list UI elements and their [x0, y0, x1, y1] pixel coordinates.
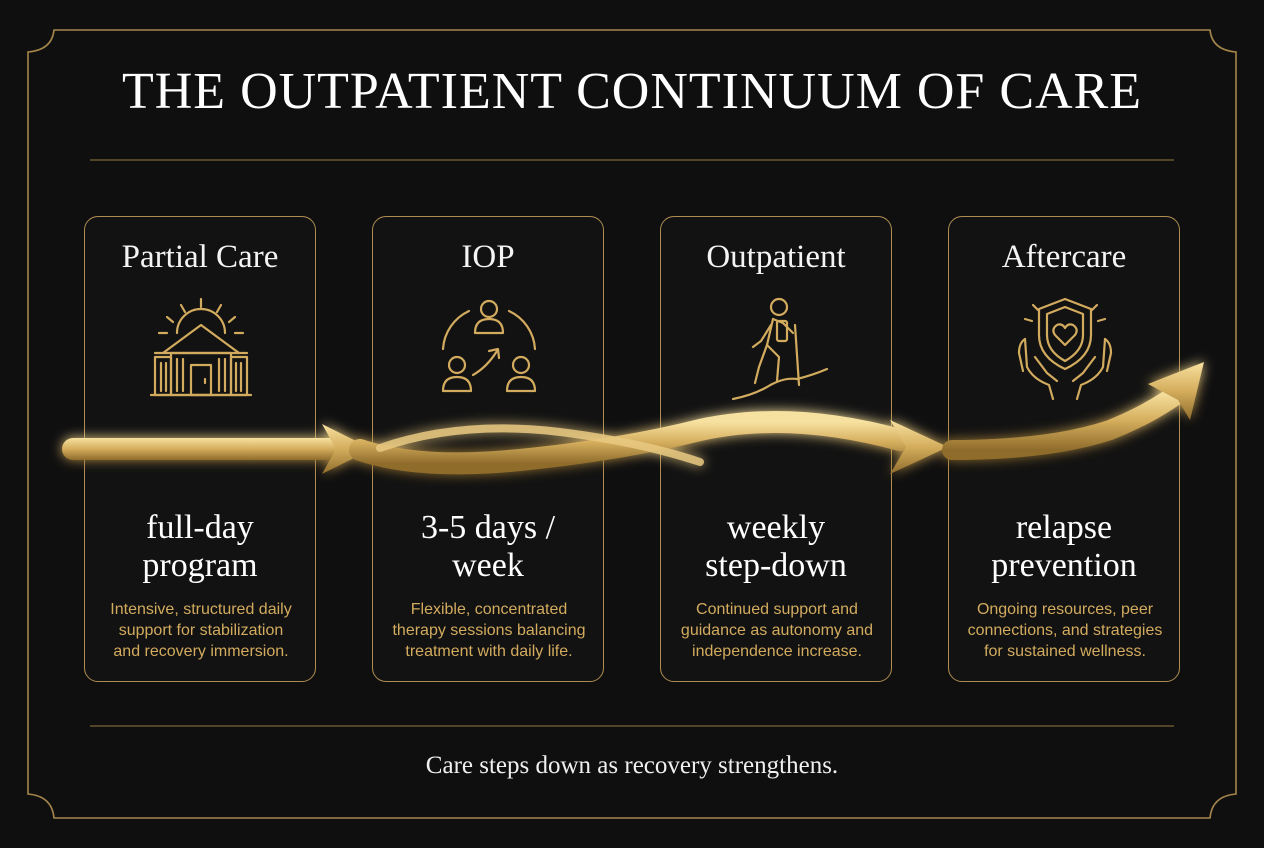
stage-description: Continued support and guidance as autono…	[680, 601, 874, 660]
stage-headline: weekly step-down	[705, 509, 847, 584]
stage-name: Outpatient	[706, 239, 846, 275]
stage-card-outpatient: Outpatient weekly step-down Continued su…	[660, 216, 892, 682]
stage-card-aftercare: Aftercare relapse prevention Ongoing res…	[948, 216, 1180, 682]
stage-headline: full-day program	[142, 509, 258, 584]
stage-name: Aftercare	[1001, 239, 1127, 275]
stage-description: Ongoing resources, peer connections, and…	[967, 601, 1163, 660]
stage-description: Intensive, structured daily support for …	[110, 601, 292, 660]
stage-name: Partial Care	[121, 239, 279, 275]
stage-card-iop: IOP 3-5 days / week Flexible, concentrat…	[372, 216, 604, 682]
hands-heart-shield-icon	[1017, 297, 1113, 401]
hiker-icon	[731, 297, 829, 401]
stage-name: IOP	[461, 239, 515, 275]
stage-description: Flexible, concentrated therapy sessions …	[392, 601, 586, 660]
stage-headline: 3-5 days / week	[420, 509, 556, 584]
house-sunrise-icon	[149, 297, 253, 397]
stage-card-partial-care: Partial Care full-day program Intensive,…	[84, 216, 316, 682]
page-title: THE OUTPATIENT CONTINUUM OF CARE	[121, 63, 1143, 120]
stage-headline: relapse prevention	[991, 509, 1137, 584]
group-circle-icon	[441, 299, 537, 393]
footer-caption: Care steps down as recovery strengthens.	[425, 752, 839, 779]
